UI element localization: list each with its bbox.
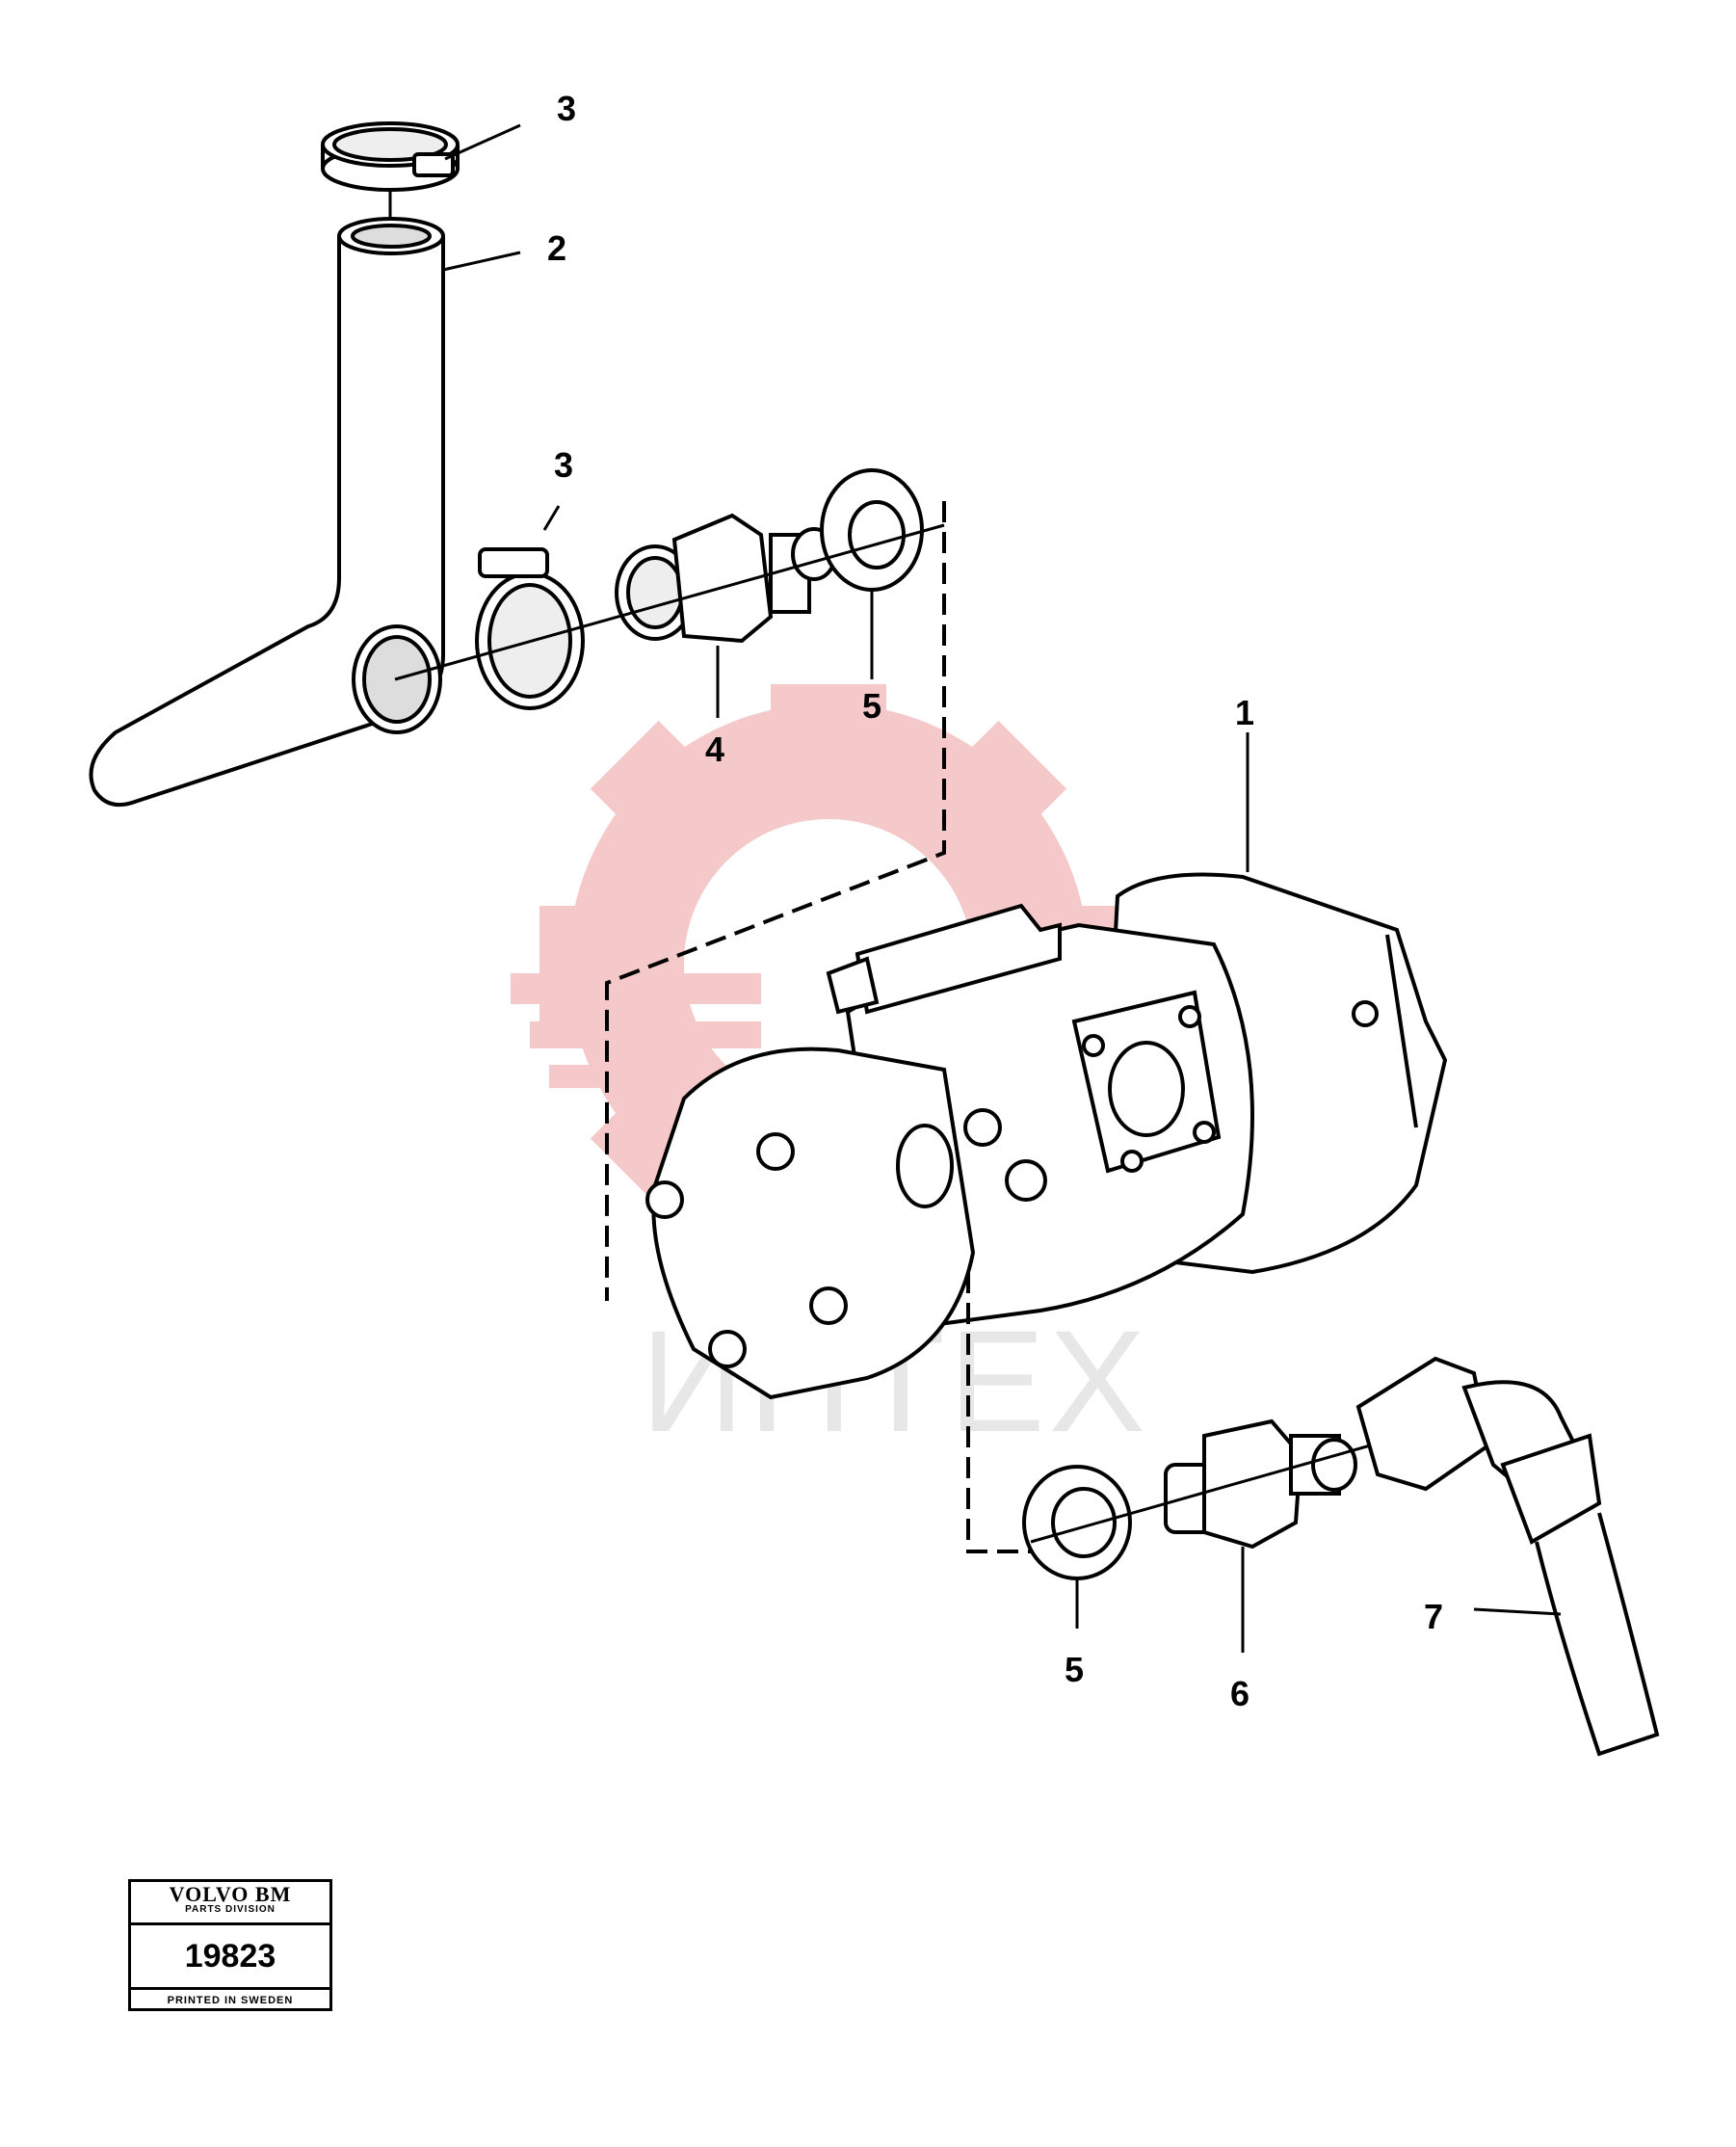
callout-7: 7 [1424,1597,1443,1636]
hose-part-7 [1355,1356,1660,1757]
hose-clamp-part-3-upper [321,121,460,192]
callout-1: 1 [1235,693,1254,732]
callout-3-middle: 3 [554,445,573,485]
hose-clamp-part-3-middle [475,547,585,710]
callout-6: 6 [1230,1674,1249,1713]
plate-division: PARTS DIVISION [185,1904,276,1915]
dashed-leader-lower [966,1272,1031,1553]
axis-line-lower [1030,1439,1388,1544]
washer-part-5-upper [820,468,924,592]
callout-2: 2 [547,228,566,268]
callout-leaders [442,123,1562,1653]
pump-part-1 [645,872,1448,1400]
washer-part-5-lower [1022,1465,1132,1580]
callout-5-upper: 5 [862,686,881,726]
callout-5-lower: 5 [1065,1650,1084,1689]
plate-brand: VOLVO BM [169,1882,292,1906]
callout-3-upper: 3 [557,89,576,128]
union-fitting-part-4 [615,513,837,644]
axis-line-upper [394,523,945,681]
parts-division-plate: VOLVO BM PARTS DIVISION 19823 PRINTED IN… [128,1879,332,2011]
hose-part-2 [89,217,445,807]
adapter-part-6 [1164,1418,1357,1550]
plate-footer: PRINTED IN SWEDEN [167,1995,294,2006]
plate-number: 19823 [131,1925,329,1990]
plate-header: VOLVO BM PARTS DIVISION [131,1882,329,1925]
callout-4: 4 [705,729,724,769]
dashed-leader-upper [605,501,946,1301]
